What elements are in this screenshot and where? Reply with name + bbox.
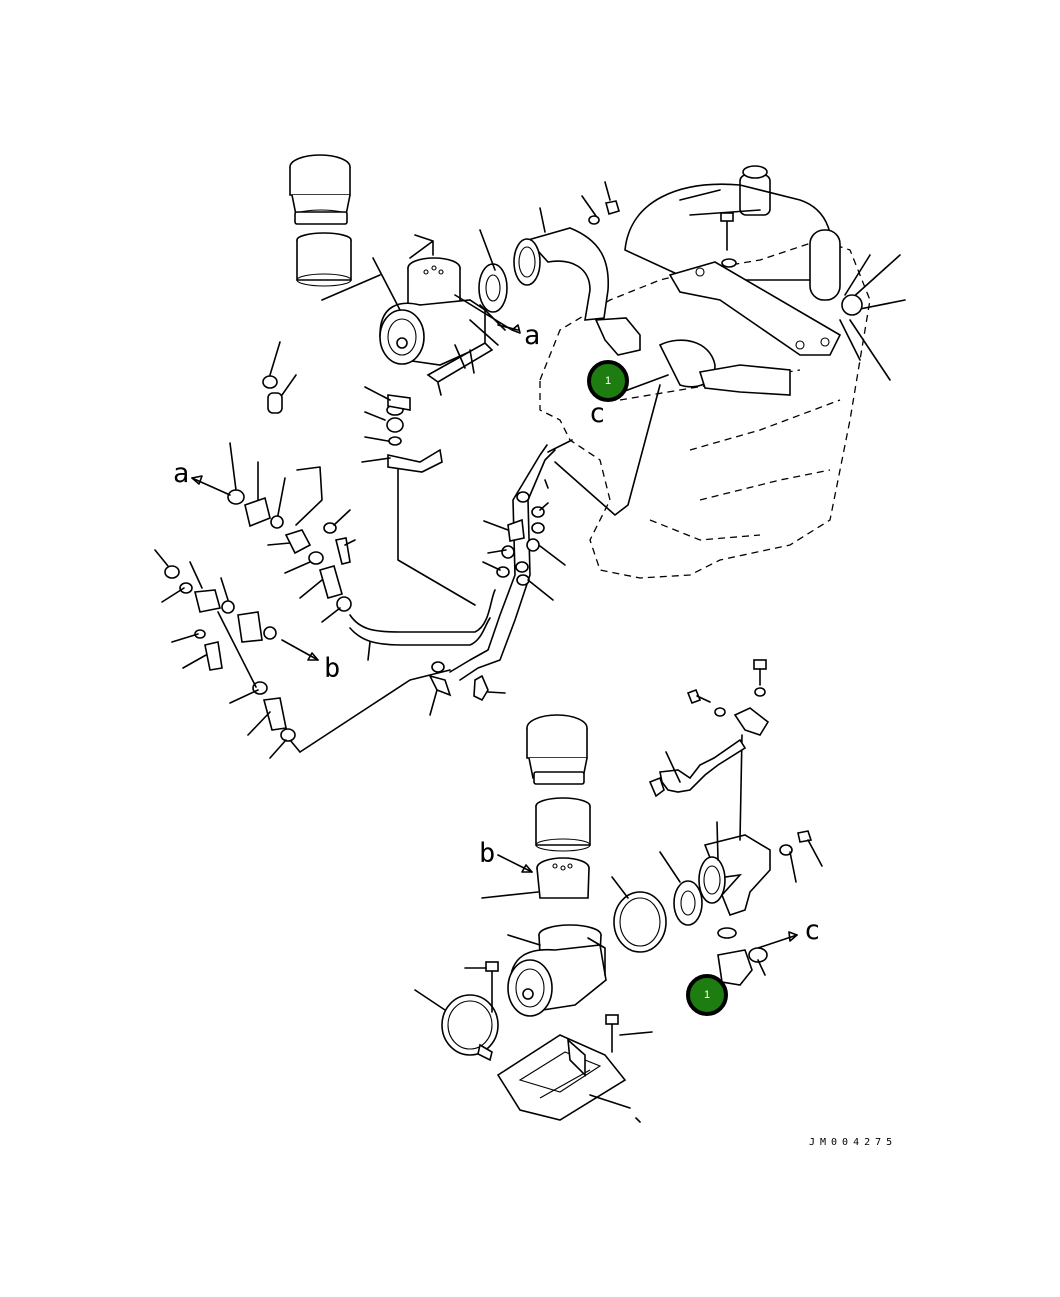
ref-letter-a-left: a [173,458,190,489]
ref-letter-c-top: c [589,398,606,429]
callout-marker-top[interactable]: 1 [587,360,629,402]
lower-air-cleaner-assembly [441,659,813,1121]
document-id: JM004275 [809,1137,898,1148]
ref-letter-c-lower: c [804,915,821,946]
engine-top-assembly [624,165,906,381]
intake-pipe-top [478,200,791,396]
lower-leader-lines [414,751,823,1123]
callout-marker-bottom[interactable]: 1 [686,974,728,1016]
fitting-leader-lines [154,341,566,759]
top-air-cleaner [289,154,611,396]
ref-letter-b-lower: b [479,838,496,869]
pipe-routing [289,384,661,753]
fittings-cluster [164,375,545,742]
ref-letter-a-top: a [524,320,541,351]
ref-letter-b-left: b [324,653,341,684]
